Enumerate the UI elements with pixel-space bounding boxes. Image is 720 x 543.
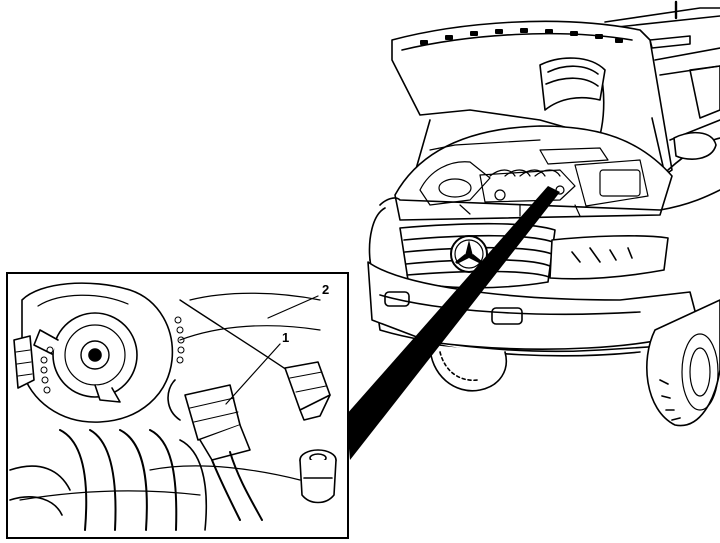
fog-light-right: [491, 307, 523, 325]
raised-hood: [391, 20, 673, 179]
sensor-cable: [179, 299, 291, 373]
headlight-right: [549, 235, 669, 280]
vehicle-front-view: [367, 0, 720, 427]
inset-background-housing: [19, 292, 321, 501]
mounting-bolt: [299, 449, 337, 504]
ring-holes-left: [40, 346, 54, 394]
detail-inset: 1 2: [6, 272, 349, 539]
hood-vents: [420, 28, 623, 45]
front-wheel-right: [646, 299, 720, 427]
vehicle-cab: [654, 47, 720, 171]
detail-callout-connector: [346, 186, 560, 460]
mercedes-star-emblem: [450, 235, 488, 273]
leader-line-1: [225, 343, 281, 405]
leader-line-2: [267, 295, 319, 319]
plug-connector: [284, 361, 331, 421]
inset-hoses: [9, 429, 208, 531]
fog-light-left: [384, 291, 410, 307]
callout-label-2: 2: [322, 282, 329, 297]
sensor-ring-assembly: [13, 282, 185, 423]
front-wheel-left: [429, 344, 507, 392]
callout-label-1: 1: [282, 330, 289, 345]
sensor-coupling: [167, 379, 263, 521]
ring-holes-right: [174, 316, 185, 364]
engine-components: [419, 139, 649, 217]
